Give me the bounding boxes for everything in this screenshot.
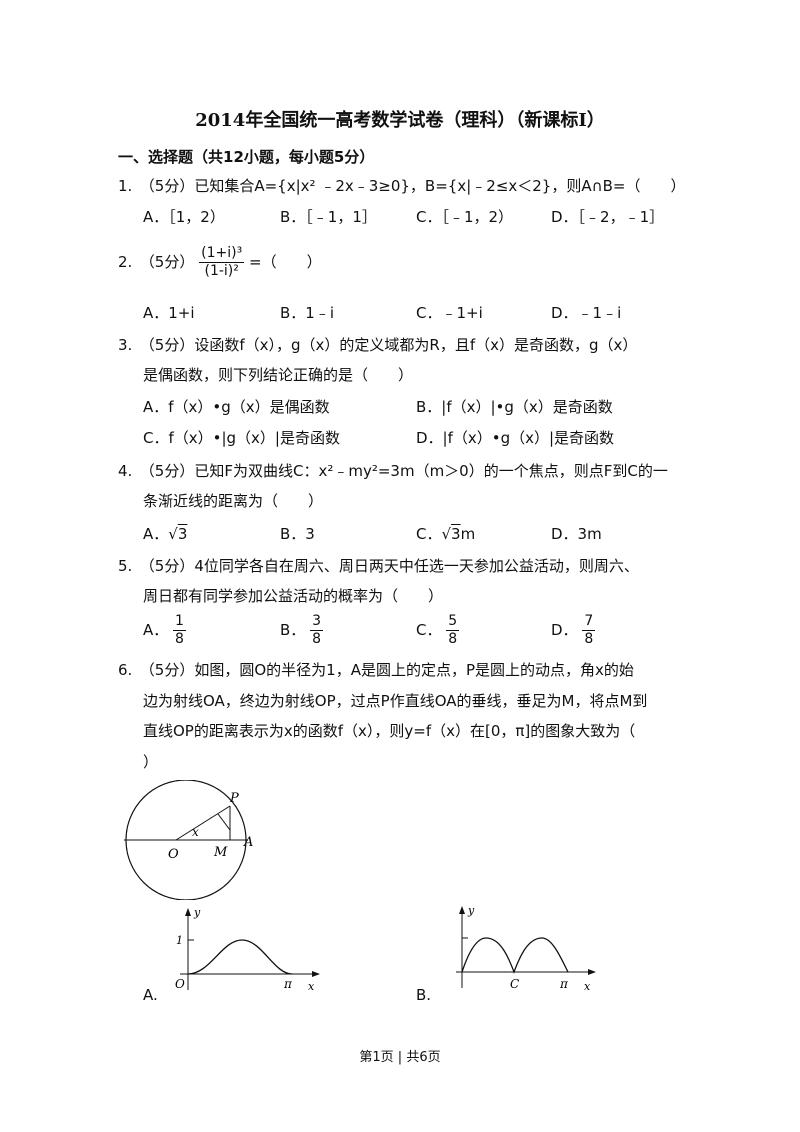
- question-4-stem-line2: 条渐近线的距离为（ ）: [143, 492, 324, 510]
- question-1-option-a: A．［1，2）: [143, 208, 225, 226]
- question-3-option-c: C．f（x）•|g（x）|是奇函数: [143, 429, 340, 447]
- question-5-option-b-num: 3: [310, 613, 323, 631]
- label-o: O: [168, 847, 179, 862]
- graph-a-curve: [187, 939, 293, 975]
- graph-a-x-label: x: [308, 980, 315, 993]
- question-4-stem-line1: 4. （5分）已知F为双曲线C：x²﹣my²=3m（m＞0）的一个焦点，则点F到…: [118, 462, 668, 480]
- question-4-option-c-prefix: C．√: [416, 525, 452, 543]
- question-2-prefix: 2. （5分）: [118, 253, 195, 271]
- graph-b-option-label: B.: [416, 986, 432, 1004]
- graph-b-x-label: x: [584, 980, 591, 993]
- question-6-stem-line4: ）: [143, 753, 159, 771]
- section-heading: 一、选择题（共12小题，每小题5分）: [118, 148, 375, 166]
- graph-b-curve: [461, 937, 569, 974]
- question-1-stem: 1. （5分）已知集合A={x|x² ﹣2x﹣3≥0}，B={x|﹣2≤x＜2}…: [118, 177, 686, 195]
- question-5-option-c-label: C．: [416, 621, 442, 639]
- question-2-option-b: B．1﹣i: [280, 304, 335, 322]
- question-5-option-a-num: 1: [173, 613, 186, 631]
- page-title: 2014年全国统一高考数学试卷（理科）（新课标Ⅰ）: [195, 110, 605, 131]
- graph-a-x-arrow: [312, 971, 320, 977]
- question-1-option-b: B．［﹣1，1］: [280, 208, 377, 226]
- question-2-numerator: (1+i)³: [199, 245, 245, 263]
- graph-b-pi-label: π: [559, 977, 569, 991]
- graph-a-option-label: A.: [143, 986, 158, 1004]
- question-3-stem-line2: 是偶函数，则下列结论正确的是（ ）: [143, 366, 414, 384]
- question-4-option-d: D．3m: [551, 525, 602, 543]
- question-5-option-b-label: B．: [280, 621, 306, 639]
- question-4-option-a-radicand: 3: [177, 525, 188, 543]
- question-5-stem-line1: 5. （5分）4位同学各自在周六、周日两天中任选一天参加公益活动，则周六、: [118, 557, 639, 575]
- graph-b-x-arrow: [588, 969, 596, 975]
- graph-a: y 1 O π x: [175, 906, 320, 993]
- question-5-stem-line2: 周日都有同学参加公益活动的概率为（ ）: [143, 587, 444, 605]
- label-a: A: [243, 835, 253, 850]
- question-4-option-c-suffix: m: [460, 525, 476, 543]
- graph-a-tick-label-1: 1: [176, 934, 183, 947]
- question-5-option-d-num: 7: [582, 613, 596, 631]
- question-5-option-d-label: D．: [551, 621, 578, 639]
- question-4-option-a: A．√3: [143, 523, 187, 545]
- question-1-option-c: C．［﹣1，2）: [416, 208, 514, 226]
- label-p: P: [229, 791, 239, 806]
- question-2-stem: 2. （5分） (1+i)³ (1-i)² =（ ）: [118, 245, 322, 280]
- circle-diagram: P x O M A: [124, 780, 253, 900]
- question-2-option-a: A．1+i: [143, 304, 195, 322]
- question-3-option-d: D．|f（x）•g（x）|是奇函数: [416, 429, 615, 447]
- label-m: M: [213, 845, 228, 860]
- question-2-fraction: (1+i)³ (1-i)²: [199, 245, 245, 280]
- question-3-stem-line1: 3. （5分）设函数f（x），g（x）的定义域都为R，且f（x）是奇函数，g（x…: [118, 336, 638, 354]
- question-5-option-c-num: 5: [446, 613, 460, 631]
- graph-b-y-label: y: [467, 904, 475, 917]
- question-1-option-d: D．［﹣2，﹣1］: [551, 208, 665, 226]
- graph-a-y-arrow: [185, 908, 191, 916]
- question-5-option-a-den: 8: [175, 631, 184, 647]
- graph-a-pi-label: π: [283, 977, 293, 991]
- question-3-option-a: A．f（x）•g（x）是偶函数: [143, 398, 330, 416]
- graph-b-y-arrow: [459, 906, 465, 914]
- question-2-option-d: D．﹣1﹣i: [551, 304, 622, 322]
- graph-a-y-label: y: [193, 906, 201, 919]
- question-5-option-a-label: A．: [143, 621, 169, 639]
- distance-segment: [217, 813, 231, 831]
- question-3-option-b: B．|f（x）|•g（x）是奇函数: [416, 398, 613, 416]
- ray-op: [175, 805, 231, 841]
- question-4-option-a-prefix: A．√: [143, 525, 178, 543]
- question-4-option-b: B．3: [280, 525, 315, 543]
- question-4-option-c-radicand: 3: [451, 525, 461, 543]
- question-5-option-d-den: 8: [584, 631, 594, 647]
- question-5-option-c-den: 8: [448, 631, 458, 647]
- graph-b: y C π x: [456, 904, 596, 993]
- question-5-option-b-den: 8: [312, 631, 321, 647]
- graph-b-c-label: C: [510, 977, 519, 991]
- question-2-suffix: =（ ）: [249, 253, 322, 271]
- question-2-option-c: C．﹣1+i: [416, 304, 483, 322]
- question-6-stem-line3: 直线OP的距离表示为x的函数f（x），则y=f（x）在[0，π]的图象大致为（: [143, 722, 636, 740]
- label-x: x: [192, 825, 199, 839]
- question-4-option-c: C．√3m: [416, 523, 475, 545]
- question-6-stem-line1: 6. （5分）如图，圆O的半径为1，A是圆上的定点，P是圆上的动点，角x的始: [118, 661, 634, 679]
- graph-a-origin-label: O: [175, 977, 185, 991]
- question-2-denominator: (1-i)²: [204, 263, 239, 279]
- page-footer: 第1页 | 共6页: [359, 1050, 441, 1065]
- question-6-stem-line2: 边为射线OA，终边为射线OP，过点P作直线OA的垂线，垂足为M，将点M到: [143, 692, 648, 710]
